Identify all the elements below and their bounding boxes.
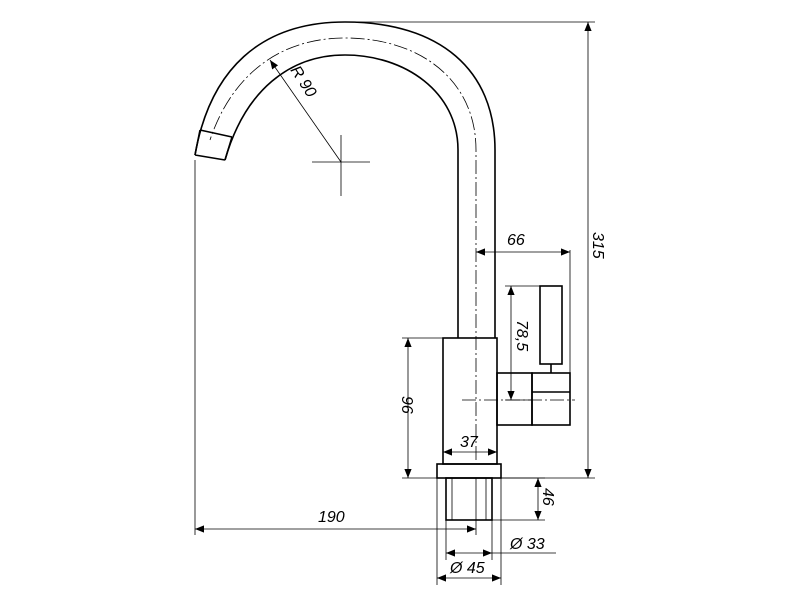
handle-base (531, 372, 571, 426)
thread-shank (445, 477, 493, 521)
spout-outer-contour (194, 21, 496, 338)
handle-lever (539, 285, 563, 365)
dim-total-reach (194, 160, 477, 535)
dim-thread-height-label: 46 (539, 488, 556, 506)
dim-handle-height (505, 285, 540, 401)
dim-radius-label: R 90 (287, 63, 320, 101)
dim-thread-height (492, 477, 545, 521)
spout-inner-contour (224, 54, 459, 338)
dim-total-height-label: 315 (589, 232, 606, 259)
dim-handle-height-label: 78,5 (513, 320, 530, 351)
dim-base-diameter-label: Ø 45 (449, 560, 485, 577)
faucet-outline (194, 21, 575, 521)
dim-total-height (345, 21, 595, 479)
dim-body-height (402, 337, 443, 479)
cartridge-housing (496, 372, 533, 426)
base-flange (436, 463, 502, 479)
radius-center-mark (269, 59, 370, 196)
dim-body-width-label: 37 (460, 434, 479, 451)
dim-total-reach-label: 190 (318, 509, 345, 526)
dim-spout-reach-label: 66 (507, 232, 525, 249)
dim-body-height-label: 96 (398, 396, 415, 414)
spout-tip (194, 129, 233, 161)
dim-thread-diameter-label: Ø 33 (509, 536, 545, 553)
dim-spout-reach (476, 248, 571, 373)
dim-base-diameter (436, 478, 502, 585)
dim-thread-diameter (445, 520, 556, 560)
spout-centerline (209, 37, 477, 460)
